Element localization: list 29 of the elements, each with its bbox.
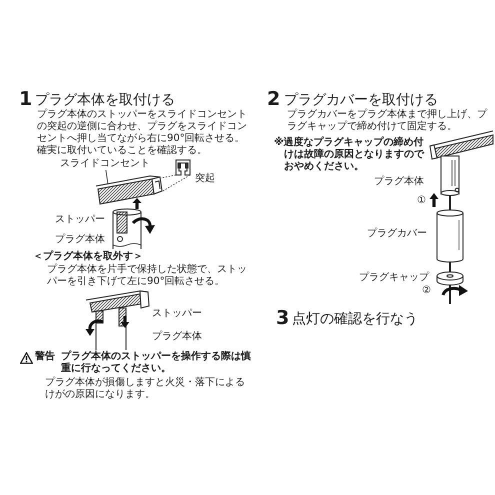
leader-line — [105, 170, 108, 184]
part-label: スライドコンセント — [60, 158, 150, 170]
step-heading: プラグ本体を取付ける — [35, 92, 175, 108]
part-label: ストッパー — [55, 214, 105, 226]
instruction-text: プラグ本体のストッパーをスライドコンセントの突起の逆側に合わせ、プラグをスライドコンセントへ押し当てながら右に90°回転させる。確実に取付いていることを確認する。 — [37, 109, 248, 157]
step-marker: ① — [417, 195, 426, 207]
step-heading: プラグカバーを取付ける — [284, 92, 438, 108]
part-label: プラグカバー — [367, 228, 427, 240]
part-label: プラグ本体 — [55, 234, 105, 246]
warning-text: プラグ本体のストッパーを操作する際は慎重に行なってください。 — [61, 351, 252, 375]
part-label: プラグ本体 — [374, 176, 424, 188]
part-label: プラグキャップ — [359, 272, 429, 284]
step-number: 3 — [276, 308, 290, 329]
step-number: 2 — [267, 89, 280, 110]
instruction-text: プラグ本体を片手で保持した状態で、ストッパーを引き下げて左に90°回転させる。 — [47, 264, 248, 288]
step-heading: 点灯の確認を行なう — [292, 311, 418, 328]
instruction-text: プラグカバーをプラグ本体まで押し上げ、プラグキャップで締め付けて固定する。 — [287, 109, 488, 133]
slide-rail-drawing — [95, 175, 163, 205]
caution-note: ※過度なプラグキャップの締め付けは故障の原因となりますのでおやめください。 — [274, 137, 426, 173]
instruction-text: プラグ本体が損傷しますと火災・落下によるけがの原因になります。 — [45, 377, 246, 401]
part-label: プラグ本体 — [152, 331, 202, 343]
rail-profile-inset-drawing — [175, 159, 191, 176]
step-marker: ② — [422, 285, 431, 297]
subheading: ＜プラグ本体を取外す＞ — [33, 251, 143, 263]
step-number: 1 — [19, 89, 32, 110]
part-label: 突起 — [195, 173, 215, 185]
detail-callout-line — [160, 174, 190, 192]
part-label: ストッパー — [152, 308, 202, 320]
warning-label: 警告 — [35, 351, 55, 363]
